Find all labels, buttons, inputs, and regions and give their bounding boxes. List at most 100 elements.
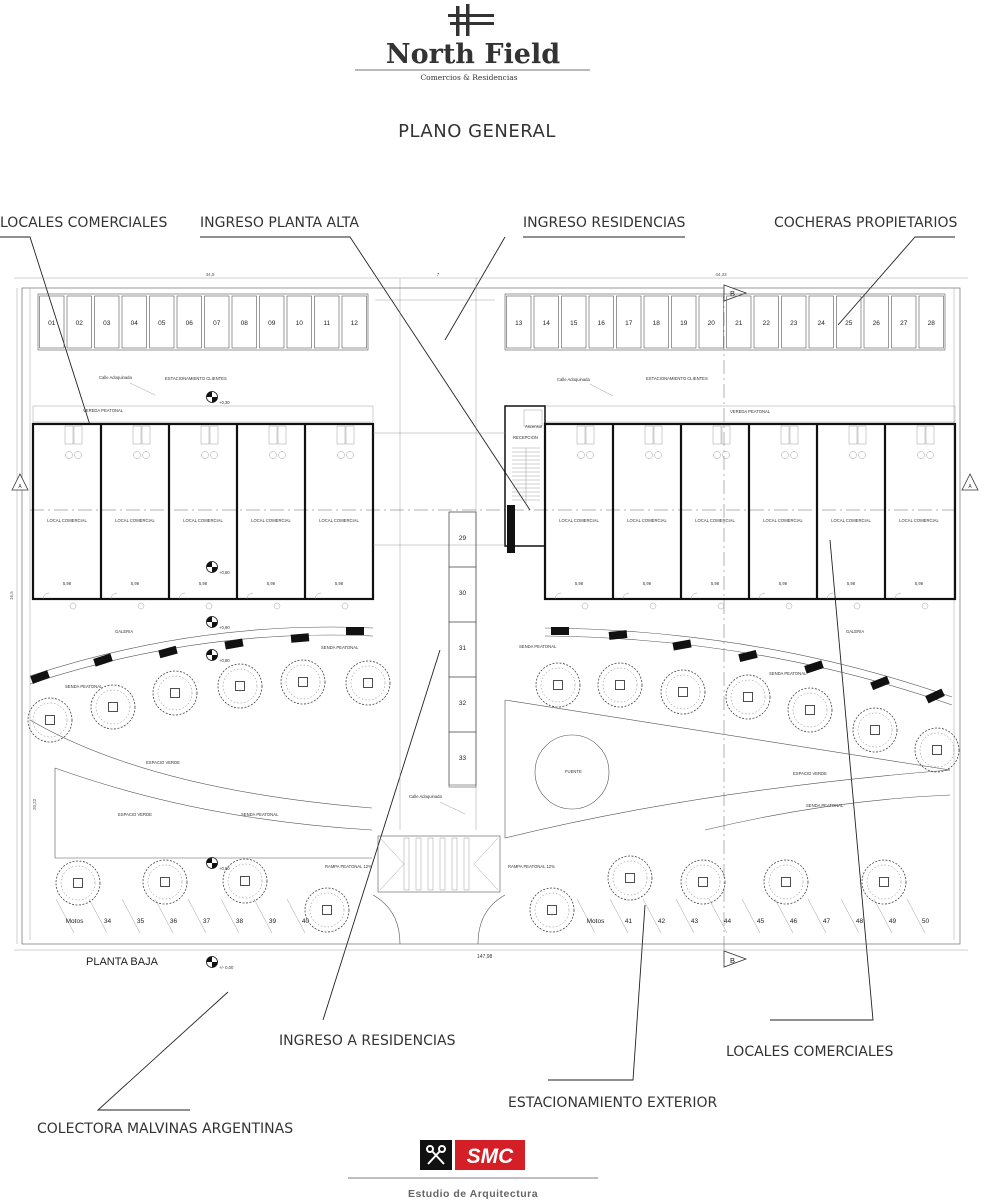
toilet bbox=[916, 425, 926, 445]
local-width: 5,98 bbox=[643, 581, 652, 586]
garage-space bbox=[698, 295, 724, 349]
garage-number: 26 bbox=[873, 320, 881, 327]
local-label: LOCAL COMERCIAL bbox=[695, 518, 735, 523]
garage-number: 18 bbox=[653, 320, 661, 327]
fixture bbox=[645, 451, 653, 459]
local-width: 5,98 bbox=[267, 581, 276, 586]
senda-1: SENDA PEATONAL bbox=[321, 645, 359, 650]
zebra-stripe bbox=[415, 837, 422, 891]
tree-pit bbox=[781, 877, 791, 887]
door bbox=[894, 592, 902, 600]
tree-pit bbox=[932, 745, 942, 755]
bottom-space-number: 38 bbox=[236, 918, 244, 925]
fixture bbox=[654, 451, 662, 459]
local-label: LOCAL COMERCIAL bbox=[251, 518, 291, 523]
tree-inner bbox=[857, 712, 893, 748]
garage-number: 05 bbox=[158, 320, 166, 327]
toilet bbox=[925, 425, 935, 445]
section-marker-a-right: A bbox=[961, 473, 979, 491]
door bbox=[178, 592, 186, 600]
center-space-number: 33 bbox=[459, 755, 467, 762]
svg-text:ESPACIO VERDE: ESPACIO VERDE bbox=[118, 812, 152, 817]
north-field-logo: North Field Comercios & Residencias bbox=[355, 4, 590, 82]
garage-space bbox=[259, 295, 285, 349]
column-marker bbox=[649, 602, 657, 610]
estacionamiento-clientes-left: ESTACIONAMIENTO CLIENTES bbox=[165, 376, 227, 381]
garage-number: 09 bbox=[268, 320, 276, 327]
parking-stripe bbox=[741, 898, 761, 934]
toilet bbox=[73, 425, 83, 445]
tree-pit bbox=[160, 877, 170, 887]
garage-number: 14 bbox=[543, 320, 551, 327]
pillar bbox=[804, 660, 824, 674]
tree-canopy bbox=[55, 860, 101, 906]
toilet bbox=[721, 425, 731, 445]
garage-number: 08 bbox=[241, 320, 249, 327]
rampa-left: RAMPA PEATONAL 12% bbox=[325, 864, 372, 869]
parking-stripe bbox=[576, 898, 596, 934]
pillar bbox=[672, 639, 692, 651]
bottom-space-number: 46 bbox=[790, 918, 798, 925]
level-marker-fill bbox=[206, 956, 218, 968]
level-value: +/- 0,00 bbox=[219, 965, 234, 970]
fixture bbox=[278, 451, 286, 459]
garage-number: 23 bbox=[790, 320, 798, 327]
tree-inner bbox=[285, 664, 321, 700]
tree-pit bbox=[615, 680, 625, 690]
column-marker bbox=[921, 602, 929, 610]
tree-inner bbox=[147, 864, 183, 900]
callout-colectora: COLECTORA MALVINAS ARGENTINAS bbox=[37, 1121, 293, 1137]
center-space-number: 30 bbox=[459, 590, 467, 597]
garage-space bbox=[891, 295, 917, 349]
garage-space bbox=[121, 295, 147, 349]
pillar bbox=[551, 627, 569, 635]
garage-space bbox=[781, 295, 807, 349]
local-width: 5,98 bbox=[575, 581, 584, 586]
bottom-space-number: 35 bbox=[137, 918, 145, 925]
keys-icon bbox=[426, 1145, 446, 1165]
section-marker-b-top: B bbox=[723, 284, 748, 302]
zebra-stripe bbox=[403, 837, 410, 891]
pillar bbox=[93, 653, 113, 667]
column-marker bbox=[785, 602, 793, 610]
parking-stripe bbox=[121, 898, 141, 934]
tree-canopy bbox=[280, 659, 326, 705]
ramp-edge bbox=[473, 837, 499, 865]
tree-pit bbox=[298, 677, 308, 687]
tree-pit bbox=[698, 877, 708, 887]
fixture bbox=[781, 451, 789, 459]
tree-inner bbox=[665, 674, 701, 710]
garage-number: 12 bbox=[351, 320, 359, 327]
level-marker-fill bbox=[206, 857, 218, 869]
level-value: +0,60 bbox=[219, 570, 230, 575]
total-width: 147,98 bbox=[477, 954, 493, 960]
bottom-space-number: 40 bbox=[302, 918, 310, 925]
pillar bbox=[346, 627, 364, 635]
bottom-space-number: 48 bbox=[856, 918, 864, 925]
senda-6: SENDA PEATONAL bbox=[241, 812, 279, 817]
tree-inner bbox=[309, 892, 345, 928]
garage-space bbox=[231, 295, 257, 349]
toilet bbox=[789, 425, 799, 445]
bottom-space-number: 42 bbox=[658, 918, 666, 925]
pillar bbox=[925, 688, 945, 704]
parking-stripe bbox=[187, 898, 207, 934]
toilet bbox=[200, 425, 210, 445]
toilet bbox=[277, 425, 287, 445]
tree-pit bbox=[363, 678, 373, 688]
garage-space bbox=[66, 295, 92, 349]
parking-stripe bbox=[220, 898, 240, 934]
svg-text:B: B bbox=[730, 289, 735, 298]
garage-space bbox=[643, 295, 669, 349]
bottom-space-number: 41 bbox=[625, 918, 633, 925]
local-label: LOCAL COMERCIAL bbox=[183, 518, 223, 523]
garage-number: 28 bbox=[928, 320, 936, 327]
fixture bbox=[713, 451, 721, 459]
garage-number: 24 bbox=[818, 320, 826, 327]
dim-top-right: 44,33 bbox=[715, 272, 727, 277]
garage-number: 13 bbox=[515, 320, 523, 327]
parking-stripe bbox=[286, 898, 306, 934]
level-marker-fill bbox=[206, 561, 218, 573]
